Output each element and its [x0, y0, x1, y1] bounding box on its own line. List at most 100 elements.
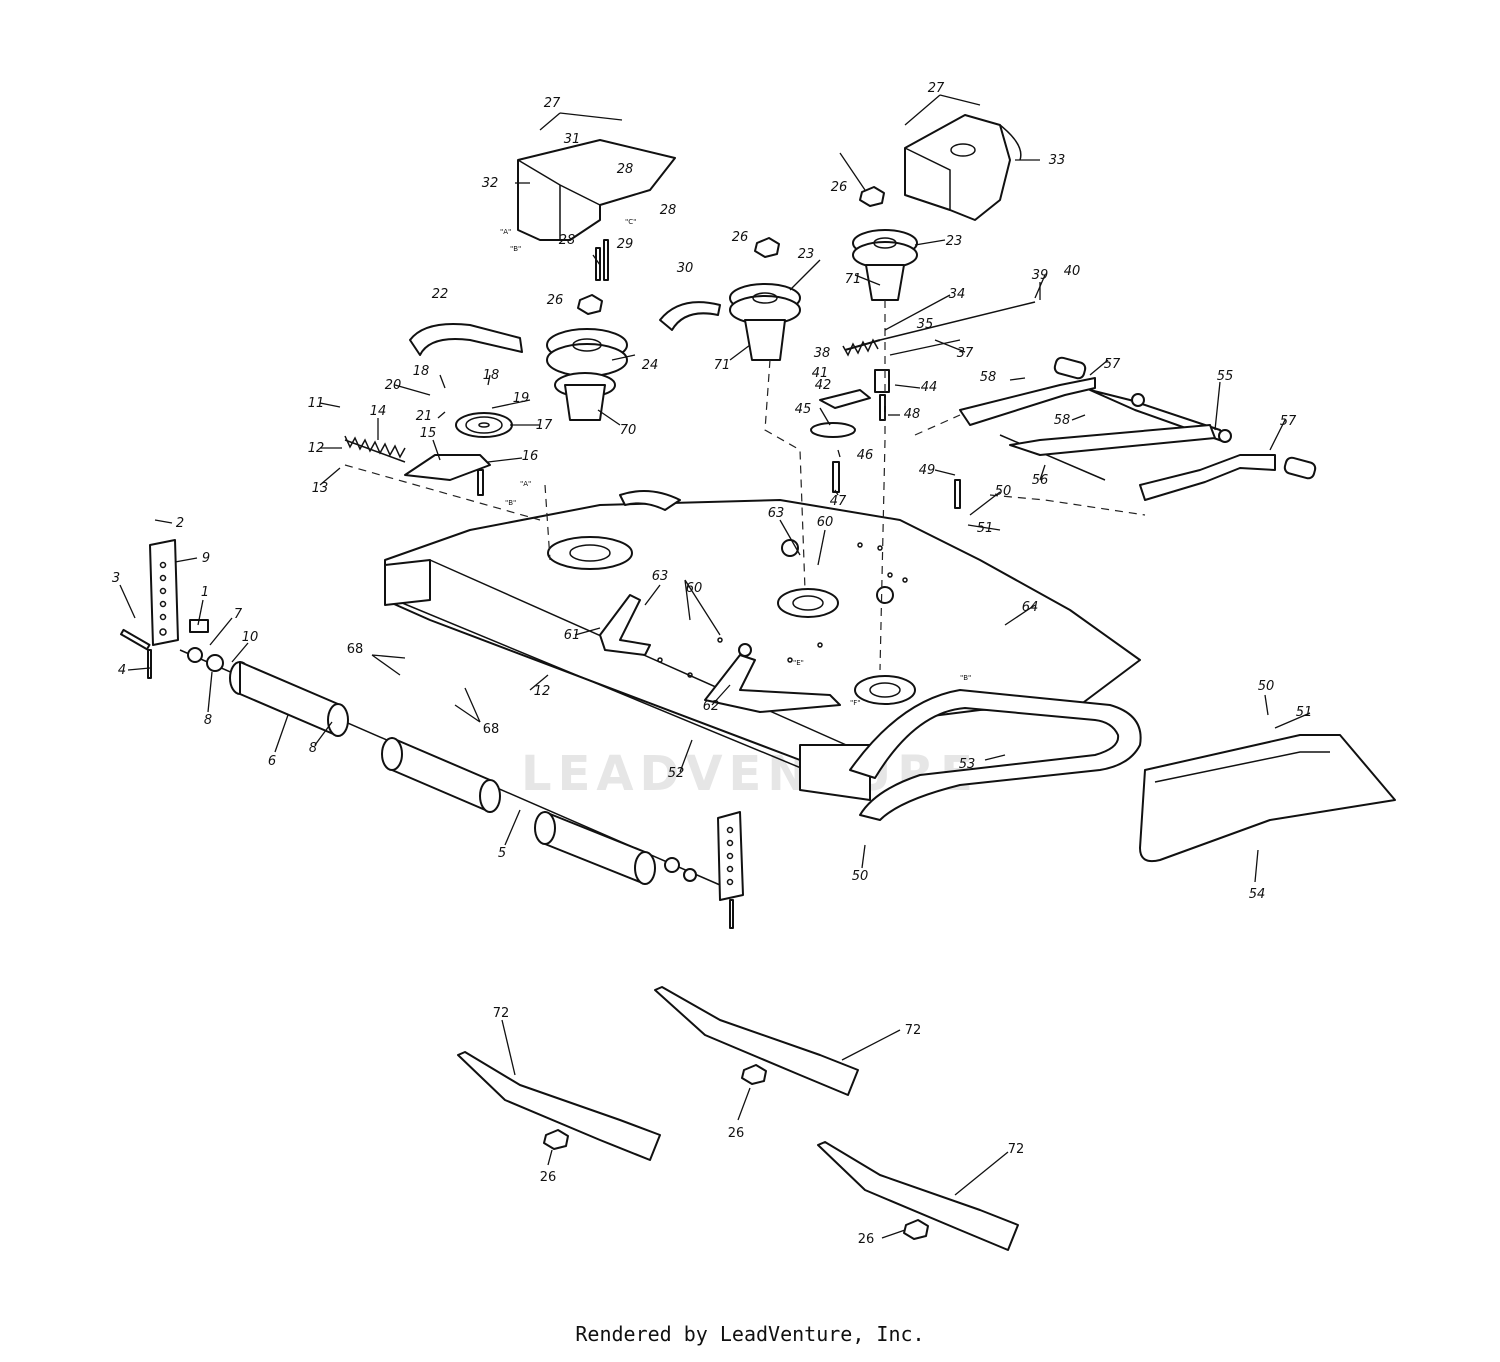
callout-label: 72	[905, 1023, 922, 1038]
belt-cover-right	[904, 114, 1022, 221]
callout-label: 64	[1022, 600, 1039, 615]
callout-label: 50	[1258, 679, 1275, 694]
callout-label: 30	[677, 261, 694, 276]
callout-label: 71	[714, 358, 731, 373]
callout-label: 51	[977, 521, 994, 536]
callout-labels: 27 31 28 32 28 28 29 27 33 26 23 26 23 7…	[112, 81, 1312, 1247]
callout-label: 28	[617, 162, 634, 177]
callout-label: 9	[202, 551, 210, 566]
callout-label: 17	[536, 418, 553, 433]
ref-mark: "A"	[520, 480, 531, 488]
callout-label: 38	[814, 346, 831, 361]
chute-deflector	[1139, 734, 1396, 863]
callout-label: 40	[1064, 264, 1081, 279]
callout-label: 8	[309, 741, 317, 756]
callout-label: 72	[1008, 1142, 1025, 1157]
callout-label: 55	[1217, 369, 1234, 384]
callout-label: 15	[420, 426, 437, 441]
ref-mark: "B"	[505, 499, 516, 507]
callout-label: 16	[522, 449, 539, 464]
callout-label: 21	[416, 409, 433, 424]
callout-label: 27	[544, 96, 561, 111]
belts	[409, 301, 721, 356]
callout-label: 50	[852, 869, 869, 884]
callout-label: 52	[668, 766, 685, 781]
ref-mark: "C"	[625, 218, 636, 226]
callout-label: 24	[642, 358, 659, 373]
callout-label: 46	[857, 448, 874, 463]
callout-label: 12	[308, 441, 325, 456]
callout-label: 61	[564, 628, 581, 643]
callout-label: 6	[268, 754, 276, 769]
callout-label: 2	[176, 516, 184, 531]
idler-arm-spring	[344, 301, 1036, 481]
leader-lines	[119, 94, 1311, 1239]
callout-label: 13	[312, 481, 329, 496]
callout-label: 53	[959, 757, 976, 772]
mower-blades	[457, 986, 1019, 1251]
callout-label: 18	[413, 364, 430, 379]
callout-label: 8	[204, 713, 212, 728]
callout-label: 26	[728, 1126, 745, 1141]
callout-label: 49	[919, 463, 936, 478]
callout-label: 7	[234, 607, 243, 622]
callout-label: 11	[308, 396, 325, 411]
callout-label: 26	[831, 180, 848, 195]
callout-label: 58	[980, 370, 997, 385]
callout-label: 27	[928, 81, 945, 96]
callout-label: 63	[768, 506, 785, 521]
callout-label: 70	[620, 423, 637, 438]
idler-bracket	[599, 539, 894, 713]
callout-label: 33	[1049, 153, 1066, 168]
ref-mark: "A"	[500, 228, 511, 236]
callout-label: 23	[798, 247, 815, 262]
callout-label: 57	[1280, 414, 1297, 429]
callout-label: 26	[732, 230, 749, 245]
callout-label: 5	[498, 846, 506, 861]
callout-label: 12	[534, 684, 551, 699]
callout-label: 58	[1054, 413, 1071, 428]
callout-label: 19	[513, 391, 530, 406]
callout-label: 48	[904, 407, 921, 422]
gauge-rollers	[179, 647, 721, 886]
callout-label: 32	[482, 176, 499, 191]
callout-label: 34	[949, 287, 966, 302]
callout-label: 71	[845, 272, 862, 287]
callout-label: 72	[493, 1006, 510, 1021]
callout-label: 50	[995, 484, 1012, 499]
ref-mark: "B"	[960, 674, 971, 682]
callout-label: 3	[112, 571, 120, 586]
mower-deck	[384, 490, 1142, 821]
lift-arm	[959, 356, 1317, 501]
callout-label: 22	[432, 287, 449, 302]
ref-mark: "E"	[793, 659, 804, 667]
callout-label: 26	[858, 1232, 875, 1247]
callout-label: 45	[795, 402, 812, 417]
callout-label: 44	[921, 380, 938, 395]
callout-label: 20	[385, 378, 402, 393]
callout-label: 42	[815, 378, 832, 393]
callout-label: 1	[201, 585, 209, 600]
callout-label: 41	[812, 366, 829, 381]
callout-label: 37	[957, 346, 974, 361]
callout-label: 60	[686, 581, 703, 596]
callout-label: 63	[652, 569, 669, 584]
footer-credit: Rendered by LeadVenture, Inc.	[575, 1322, 925, 1346]
callout-label: 31	[564, 132, 581, 147]
callout-label: 26	[547, 293, 564, 308]
callout-label: 18	[483, 368, 500, 383]
callout-label: 56	[1032, 473, 1049, 488]
callout-label: 68	[483, 722, 500, 737]
callout-label: 60	[817, 515, 834, 530]
callout-label: 23	[946, 234, 963, 249]
callout-label: 29	[617, 237, 634, 252]
ref-mark: "F"	[850, 699, 860, 707]
callout-label: 54	[1249, 887, 1266, 902]
callout-label: 28	[559, 233, 576, 248]
callout-label: 26	[540, 1170, 557, 1185]
callout-label: 68	[347, 642, 364, 657]
belt-cover-left	[517, 139, 676, 241]
callout-label: 4	[118, 663, 126, 678]
callout-label: 47	[830, 494, 847, 509]
